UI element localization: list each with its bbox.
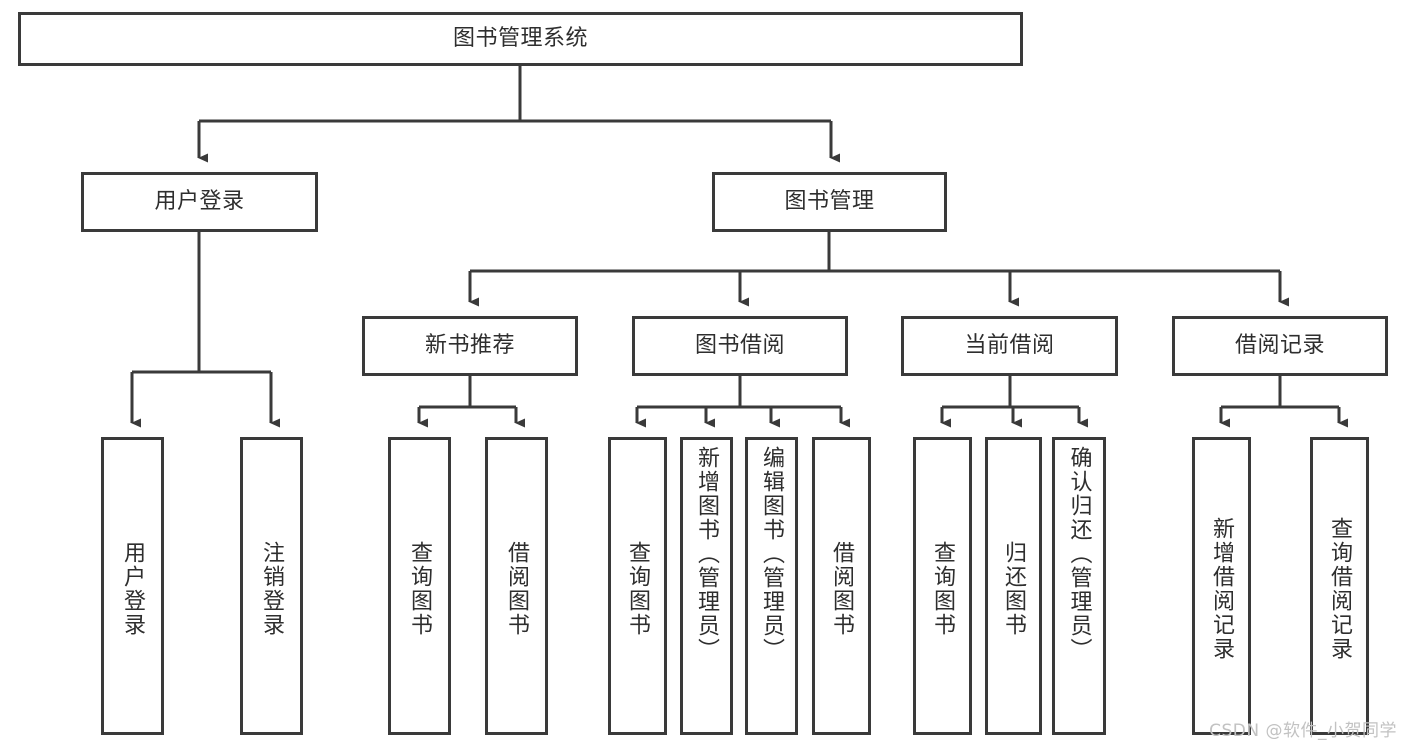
leaf-user-login[interactable]: 用户登录 [101,437,164,735]
leaf-borrow-book-recommend-label: 借阅图书 [504,541,530,637]
leaf-edit-book-admin[interactable]: 编辑图书（管理员） [745,437,798,735]
node-root-system[interactable]: 图书管理系统 [18,12,1023,66]
leaf-add-borrow-record[interactable]: 新增借阅记录 [1192,437,1251,735]
leaf-add-book-admin-label: 新增图书（管理员） [694,446,720,662]
leaf-logout-login[interactable]: 注销登录 [240,437,303,735]
leaf-logout-login-label: 注销登录 [259,541,285,637]
node-root-label: 图书管理系统 [452,26,588,52]
leaf-return-book[interactable]: 归还图书 [985,437,1042,735]
leaf-query-book-current[interactable]: 查询图书 [913,437,972,735]
leaf-borrow-book-recommend[interactable]: 借阅图书 [485,437,548,735]
node-book-manage-label: 图书管理 [784,189,875,215]
node-borrow-record[interactable]: 借阅记录 [1172,316,1388,376]
leaf-user-login-label: 用户登录 [120,541,146,637]
leaf-borrow-book-label: 借阅图书 [829,541,855,637]
leaf-borrow-book[interactable]: 借阅图书 [812,437,871,735]
leaf-query-borrow-record[interactable]: 查询借阅记录 [1310,437,1369,735]
csdn-watermark: CSDN @软件_小贺同学 [1209,721,1397,741]
leaf-query-book-borrow-label: 查询图书 [625,541,651,637]
leaf-query-book-borrow[interactable]: 查询图书 [608,437,667,735]
node-book-borrow-label: 图书借阅 [694,333,785,359]
node-borrow-record-label: 借阅记录 [1234,333,1325,359]
leaf-query-book-recommend[interactable]: 查询图书 [388,437,451,735]
leaf-confirm-return-admin[interactable]: 确认归还（管理员） [1052,437,1106,735]
leaf-add-book-admin[interactable]: 新增图书（管理员） [680,437,733,735]
leaf-confirm-return-admin-label: 确认归还（管理员） [1066,446,1092,662]
node-new-book-recommend-label: 新书推荐 [424,333,515,359]
leaf-return-book-label: 归还图书 [1001,541,1027,637]
node-new-book-recommend[interactable]: 新书推荐 [362,316,578,376]
node-book-manage[interactable]: 图书管理 [712,172,947,232]
node-user-login-label: 用户登录 [154,189,245,215]
leaf-query-book-current-label: 查询图书 [930,541,956,637]
node-current-borrow[interactable]: 当前借阅 [901,316,1118,376]
leaf-add-borrow-record-label: 新增借阅记录 [1209,517,1235,661]
node-current-borrow-label: 当前借阅 [964,333,1055,359]
leaf-edit-book-admin-label: 编辑图书（管理员） [759,446,785,662]
leaf-query-borrow-record-label: 查询借阅记录 [1327,517,1353,661]
leaf-query-book-recommend-label: 查询图书 [407,541,433,637]
node-user-login[interactable]: 用户登录 [81,172,318,232]
node-book-borrow[interactable]: 图书借阅 [632,316,848,376]
